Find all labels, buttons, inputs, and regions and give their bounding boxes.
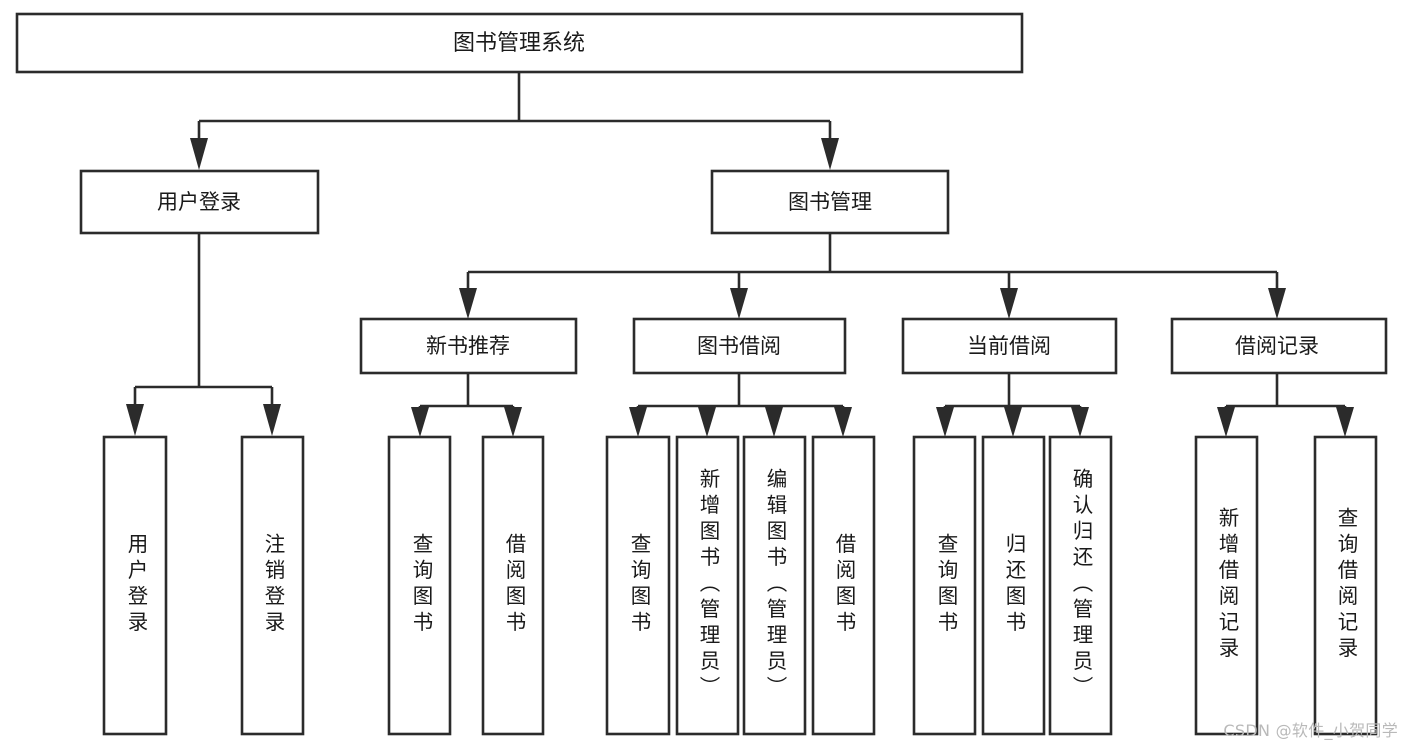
leaf-current-borrow-1-label: 查询图书 bbox=[934, 533, 958, 637]
arrowhead-userlogin-leaf-2 bbox=[263, 404, 281, 436]
connector-group-borrow bbox=[629, 373, 852, 437]
leaf-current-borrow-1[interactable]: 查询图书 bbox=[912, 435, 977, 736]
arrowhead-borrow-leaf-1 bbox=[629, 407, 647, 437]
leaf-borrow-record-2[interactable]: 查询借阅记录 bbox=[1313, 435, 1378, 736]
leaf-book-borrow-1-box[interactable] bbox=[605, 435, 671, 736]
connector-group-root bbox=[190, 72, 839, 170]
node-borrow-record-label: 借阅记录 bbox=[1235, 334, 1319, 358]
leaf-user-login-2-box[interactable] bbox=[240, 435, 305, 736]
leaf-borrow-record-1[interactable]: 新增借阅记录 bbox=[1194, 435, 1259, 736]
node-borrow-record[interactable]: 借阅记录 bbox=[1170, 317, 1388, 375]
leaf-current-borrow-3[interactable]: 确认归还（管理员） bbox=[1048, 435, 1113, 736]
node-user-login[interactable]: 用户登录 bbox=[79, 169, 320, 235]
connector-group-newbook bbox=[411, 373, 522, 437]
leaf-new-book-1[interactable]: 查询图书 bbox=[387, 435, 452, 736]
node-book-management[interactable]: 图书管理 bbox=[710, 169, 950, 235]
leaf-book-borrow-1-label: 查询图书 bbox=[627, 533, 651, 637]
node-current-borrow[interactable]: 当前借阅 bbox=[901, 317, 1118, 375]
leaf-book-borrow-2-box[interactable] bbox=[675, 435, 740, 736]
node-root-system[interactable]: 图书管理系统 bbox=[15, 12, 1024, 74]
node-book-borrow-box[interactable] bbox=[632, 317, 847, 375]
node-new-book-recommend[interactable]: 新书推荐 bbox=[359, 317, 578, 375]
leaf-borrow-record-2-label: 查询借阅记录 bbox=[1334, 507, 1358, 663]
node-current-borrow-label: 当前借阅 bbox=[967, 334, 1051, 358]
leaf-user-login-1-label: 用户登录 bbox=[124, 533, 148, 637]
node-book-borrow-label: 图书借阅 bbox=[697, 334, 781, 358]
leaf-current-borrow-3-box[interactable] bbox=[1048, 435, 1113, 736]
leaf-current-borrow-2-label: 归还图书 bbox=[1002, 533, 1026, 637]
leaf-book-borrow-2[interactable]: 新增图书（管理员） bbox=[675, 435, 740, 736]
leaf-current-borrow-3-label: 确认归还（管理员） bbox=[1069, 468, 1093, 702]
arrowhead-newbook-leaf-2 bbox=[504, 407, 522, 437]
leaf-user-login-2-label: 注销登录 bbox=[261, 533, 285, 637]
leaf-user-login-1[interactable]: 用户登录 bbox=[102, 435, 168, 736]
leaf-user-login-1-box[interactable] bbox=[102, 435, 168, 736]
node-new-book-recommend-box[interactable] bbox=[359, 317, 578, 375]
arrowhead-borrow-leaf-2 bbox=[698, 407, 716, 437]
leaf-book-borrow-3[interactable]: 编辑图书（管理员） bbox=[742, 435, 807, 736]
leaf-book-borrow-4-label: 借阅图书 bbox=[832, 533, 856, 637]
leaf-new-book-2-box[interactable] bbox=[481, 435, 545, 736]
arrowhead-level3-3 bbox=[1000, 288, 1018, 319]
leaf-user-login-2[interactable]: 注销登录 bbox=[240, 435, 305, 736]
node-book-management-box[interactable] bbox=[710, 169, 950, 235]
node-current-borrow-box[interactable] bbox=[901, 317, 1118, 375]
node-root-box[interactable] bbox=[15, 12, 1024, 74]
arrowhead-level3-4 bbox=[1268, 288, 1286, 319]
arrowhead-borrow-leaf-3 bbox=[765, 407, 783, 437]
leaf-book-borrow-4-box[interactable] bbox=[811, 435, 876, 736]
leaf-borrow-record-1-label: 新增借阅记录 bbox=[1215, 507, 1239, 663]
arrowhead-record-leaf-2 bbox=[1336, 407, 1354, 437]
leaf-book-borrow-2-label: 新增图书（管理员） bbox=[696, 468, 720, 702]
arrowhead-borrow-leaf-4 bbox=[834, 407, 852, 437]
node-book-borrow[interactable]: 图书借阅 bbox=[632, 317, 847, 375]
leaf-new-book-2-label: 借阅图书 bbox=[502, 533, 526, 637]
node-new-book-recommend-label: 新书推荐 bbox=[426, 334, 510, 358]
leaf-current-borrow-1-box[interactable] bbox=[912, 435, 977, 736]
node-book-management-label: 图书管理 bbox=[788, 190, 872, 214]
leaf-new-book-1-label: 查询图书 bbox=[409, 533, 433, 637]
node-root-label: 图书管理系统 bbox=[453, 31, 585, 56]
leaf-book-borrow-1[interactable]: 查询图书 bbox=[605, 435, 671, 736]
arrowhead-current-leaf-2 bbox=[1004, 407, 1022, 437]
arrowhead-record-leaf-1 bbox=[1217, 407, 1235, 437]
arrowhead-bookmgmt bbox=[821, 138, 839, 170]
leaf-current-borrow-2-box[interactable] bbox=[981, 435, 1046, 736]
leaf-current-borrow-2[interactable]: 归还图书 bbox=[981, 435, 1046, 736]
arrowhead-current-leaf-1 bbox=[936, 407, 954, 437]
leaf-book-borrow-4[interactable]: 借阅图书 bbox=[811, 435, 876, 736]
arrowhead-level3-1 bbox=[459, 288, 477, 319]
leaf-new-book-2[interactable]: 借阅图书 bbox=[481, 435, 545, 736]
arrowhead-userlogin bbox=[190, 138, 208, 170]
leaf-borrow-record-2-box[interactable] bbox=[1313, 435, 1378, 736]
connector-group-record bbox=[1217, 373, 1354, 437]
arrowhead-userlogin-leaf-1 bbox=[126, 404, 144, 436]
arrowhead-current-leaf-3 bbox=[1071, 407, 1089, 437]
leaf-borrow-record-1-box[interactable] bbox=[1194, 435, 1259, 736]
leaf-new-book-1-box[interactable] bbox=[387, 435, 452, 736]
leaf-book-borrow-3-label: 编辑图书（管理员） bbox=[763, 468, 787, 702]
connector-group-current bbox=[936, 373, 1089, 437]
node-user-login-box[interactable] bbox=[79, 169, 320, 235]
connector-group-bookmgmt bbox=[459, 234, 1286, 319]
arrowhead-level3-2 bbox=[730, 288, 748, 319]
node-borrow-record-box[interactable] bbox=[1170, 317, 1388, 375]
node-user-login-label: 用户登录 bbox=[157, 190, 241, 214]
connector-group-userlogin bbox=[126, 234, 281, 436]
leaf-book-borrow-3-box[interactable] bbox=[742, 435, 807, 736]
arrowhead-newbook-leaf-1 bbox=[411, 407, 429, 437]
